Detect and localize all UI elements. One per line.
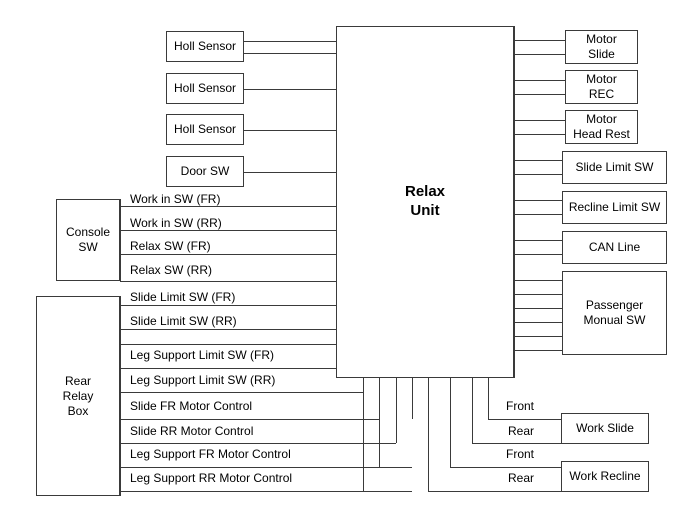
label-slide-limit-sw-fr: Slide Limit SW (FR) [130, 290, 236, 304]
signal-line-leg-support-rr-motor-control [120, 491, 412, 492]
holl-sensor-box-2: Holl Sensor [166, 73, 244, 104]
connector-passenger-manual-sw-1 [514, 280, 562, 281]
signal-line-work-in-sw-fr [120, 206, 336, 207]
motor-slide-box: Motor Slide [565, 30, 638, 64]
bottom-route-h-work-recline-rear [428, 491, 561, 492]
connector-holl3 [244, 130, 336, 131]
bottom-route-v6 [450, 378, 451, 467]
bottom-route-v1 [363, 378, 364, 491]
motor-head-rest-box: Motor Head Rest [565, 110, 638, 144]
can-line-box: CAN Line [562, 231, 667, 264]
label-slide-limit-sw-rr: Slide Limit SW (RR) [130, 314, 237, 328]
signal-line-leg-support-limit-sw-rr [120, 392, 363, 393]
motor-rec-box: Motor REC [565, 70, 638, 104]
signal-line-slide-limit-sw-fr [120, 305, 336, 306]
connector-motor-rec-a [514, 80, 565, 81]
signal-line-relax-sw-rr [120, 281, 336, 282]
passenger-manual-sw-box: Passenger Monual SW [562, 271, 667, 355]
signal-line-leg-support-fr-motor-control [120, 467, 412, 468]
connector-door-sw [244, 172, 336, 173]
connector-passenger-manual-sw-6 [514, 350, 562, 351]
label-work-recline-front: Front [506, 447, 535, 461]
connector-motor-head-rest-b [514, 134, 565, 135]
signal-line-slide-rr-motor-control [120, 443, 396, 444]
console-sw-box: Console SW [56, 199, 120, 281]
connector-can-line-a [514, 240, 562, 241]
connector-slide-limit-sw-a [514, 160, 562, 161]
label-relax-sw-fr: Relax SW (FR) [130, 239, 211, 253]
bottom-route-h-work-slide-front [488, 419, 561, 420]
label-leg-support-fr-motor-control: Leg Support FR Motor Control [130, 447, 291, 461]
connector-slide-limit-sw-b [514, 174, 562, 175]
bottom-route-v4 [412, 378, 413, 419]
rear-relay-box: Rear Relay Box [36, 296, 120, 496]
connector-passenger-manual-sw-5 [514, 336, 562, 337]
work-slide-box: Work Slide [561, 413, 649, 444]
label-work-in-sw-rr: Work in SW (RR) [130, 216, 222, 230]
connector-motor-head-rest-a [514, 120, 565, 121]
bottom-route-h-work-slide-rear [472, 443, 561, 444]
work-recline-box: Work Recline [561, 461, 649, 492]
connector-recline-limit-sw-b [514, 214, 562, 215]
slide-limit-sw-box: Slide Limit SW [562, 151, 667, 184]
bottom-route-v7 [472, 378, 473, 443]
bottom-route-v8 [488, 378, 489, 419]
connector-holl2 [244, 89, 336, 90]
connector-motor-slide-a [514, 40, 565, 41]
label-leg-support-rr-motor-control: Leg Support RR Motor Control [130, 471, 293, 485]
rear-relay-box-right-edge [120, 296, 121, 496]
connector-can-line-b [514, 254, 562, 255]
connector-passenger-manual-sw-2 [514, 294, 562, 295]
holl-sensor-box-1: Holl Sensor [166, 31, 244, 62]
label-slide-rr-motor-control: Slide RR Motor Control [130, 424, 254, 438]
signal-line-slide-fr-motor-control [120, 419, 379, 420]
bottom-route-v5 [428, 378, 429, 491]
connector-motor-rec-b [514, 94, 565, 95]
bottom-route-v3 [396, 378, 397, 443]
label-leg-support-limit-sw-fr: Leg Support Limit SW (FR) [130, 348, 275, 362]
label-slide-fr-motor-control: Slide FR Motor Control [130, 399, 253, 413]
label-work-slide-rear: Rear [508, 424, 535, 438]
relax-unit-box: Relax Unit [336, 26, 514, 378]
signal-line-work-in-sw-rr [120, 230, 336, 231]
signal-line-slide-limit-sw-rr [120, 329, 336, 330]
relax-unit-right-bus [514, 26, 515, 378]
label-work-recline-rear: Rear [508, 471, 535, 485]
connector-recline-limit-sw-a [514, 200, 562, 201]
signal-line-relax-sw-fr [120, 254, 336, 255]
signal-line-divider-upper [120, 344, 336, 345]
connector-passenger-manual-sw-3 [514, 308, 562, 309]
recline-limit-sw-box: Recline Limit SW [562, 191, 667, 224]
console-sw-right-edge [120, 199, 121, 281]
connector-motor-slide-b [514, 54, 565, 55]
label-work-slide-front: Front [506, 399, 535, 413]
bottom-route-h-work-recline-front [450, 467, 561, 468]
label-relax-sw-rr: Relax SW (RR) [130, 263, 213, 277]
holl-sensor-box-3: Holl Sensor [166, 114, 244, 145]
connector-holl1-b [244, 53, 336, 54]
door-sw-box: Door SW [166, 156, 244, 187]
signal-line-leg-support-limit-sw-fr [120, 368, 336, 369]
bottom-route-v2 [379, 378, 380, 467]
label-work-in-sw-fr: Work in SW (FR) [130, 192, 221, 206]
connector-holl1-a [244, 41, 336, 42]
label-leg-support-limit-sw-rr: Leg Support Limit SW (RR) [130, 373, 276, 387]
connector-passenger-manual-sw-4 [514, 322, 562, 323]
